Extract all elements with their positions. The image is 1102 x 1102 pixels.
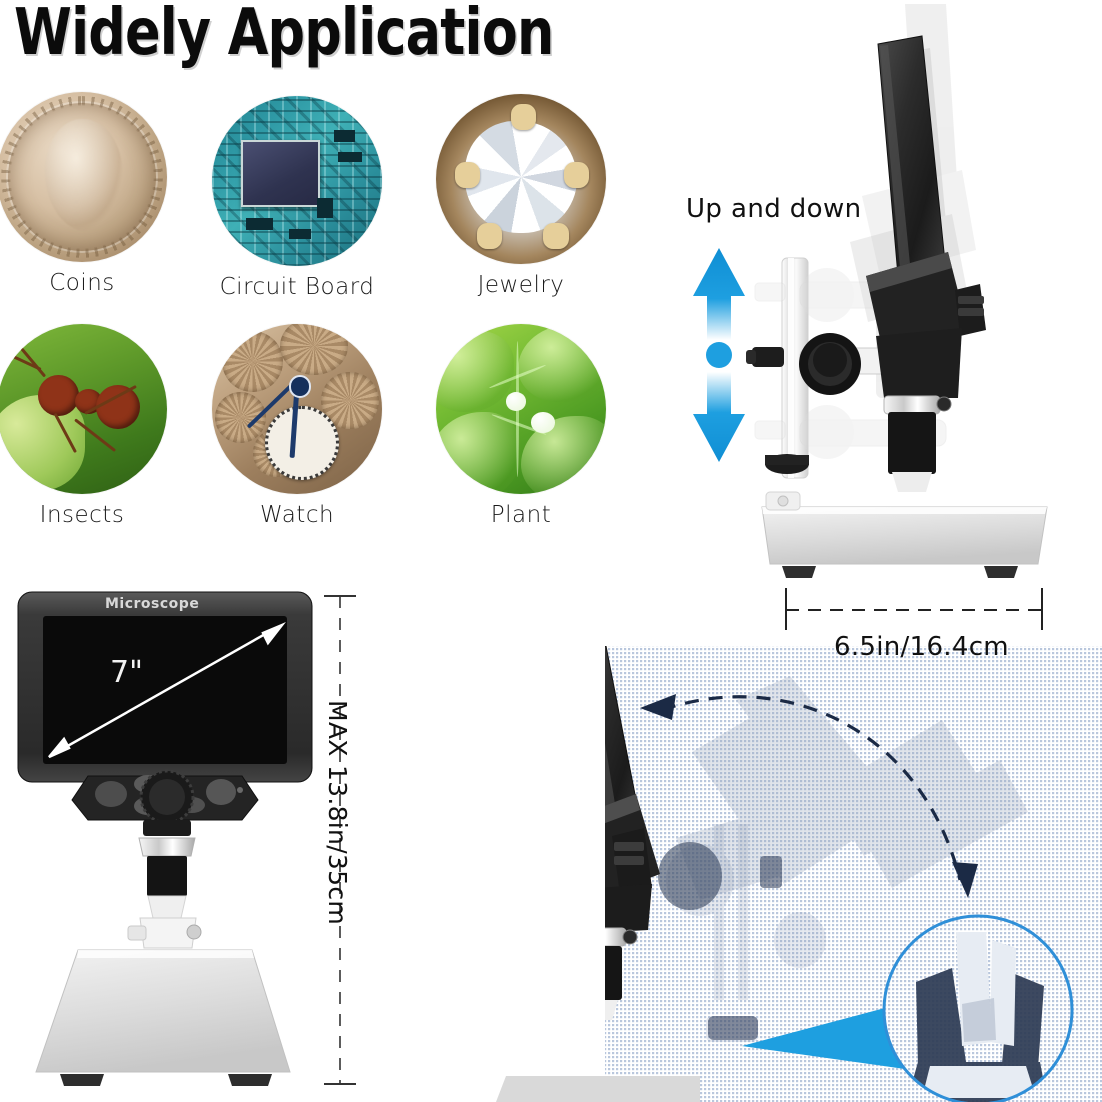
base-plate [761,491,1048,578]
microscope-head-tilted [605,646,660,1020]
arrow-down-icon [693,372,745,462]
base-width-label: 6.5in/16.4cm [834,632,1009,662]
ghost-position-mid [850,48,968,398]
ghost-position-high [862,4,976,348]
base-width-dimension [785,588,1043,630]
application-item-circuit-board: Circuit Board [197,96,397,300]
screen-size-label: 7" [110,655,143,690]
gemstone-icon [436,94,606,264]
application-label: Circuit Board [219,274,375,300]
application-label: Coins [49,270,115,296]
magnified-detail-circle [882,914,1074,1102]
application-label: Jewelry [477,272,565,298]
application-item-watch: Watch [197,324,397,528]
arrow-up-icon [693,248,745,340]
focus-arm [746,333,953,395]
circuit-board-icon [212,96,382,266]
coin-icon [0,92,167,262]
application-label: Plant [490,502,552,528]
max-height-label: MAX 13.8in/35cm [323,700,352,926]
microscope-head-side [866,35,986,492]
application-item-plant: Plant [421,324,621,528]
up-down-caption: Up and down [686,194,862,224]
application-item-coins: Coins [0,92,182,296]
tilt-panel-base [496,1076,700,1102]
pillar-collar [765,454,809,474]
watch-movement-icon [212,324,382,494]
application-item-insects: Insects [0,324,182,528]
page-title: Widely Application [14,0,554,70]
ghost-tilt-positions [676,676,1028,900]
microscope-side-view [746,4,1048,578]
support-arm-upper-ghost [754,268,947,322]
application-label: Watch [259,502,335,528]
application-label: Insects [39,502,125,528]
dot-icon [706,342,732,368]
dot-grid-background [605,646,1102,1102]
support-arm-lower-ghost [754,405,947,459]
rotation-arrowheads [640,694,978,898]
screen-diagonal-arrow [48,621,286,759]
tilt-panel [605,646,1102,1102]
curved-double-arrow-icon [661,695,962,881]
support-pillar [781,257,809,479]
application-item-jewelry: Jewelry [421,94,621,298]
ant-icon [0,324,167,494]
leaf-icon [436,324,606,494]
brand-label: Microscope [105,596,200,612]
cone-pointer-icon [742,1004,912,1070]
microscope-front-view [17,591,313,1086]
